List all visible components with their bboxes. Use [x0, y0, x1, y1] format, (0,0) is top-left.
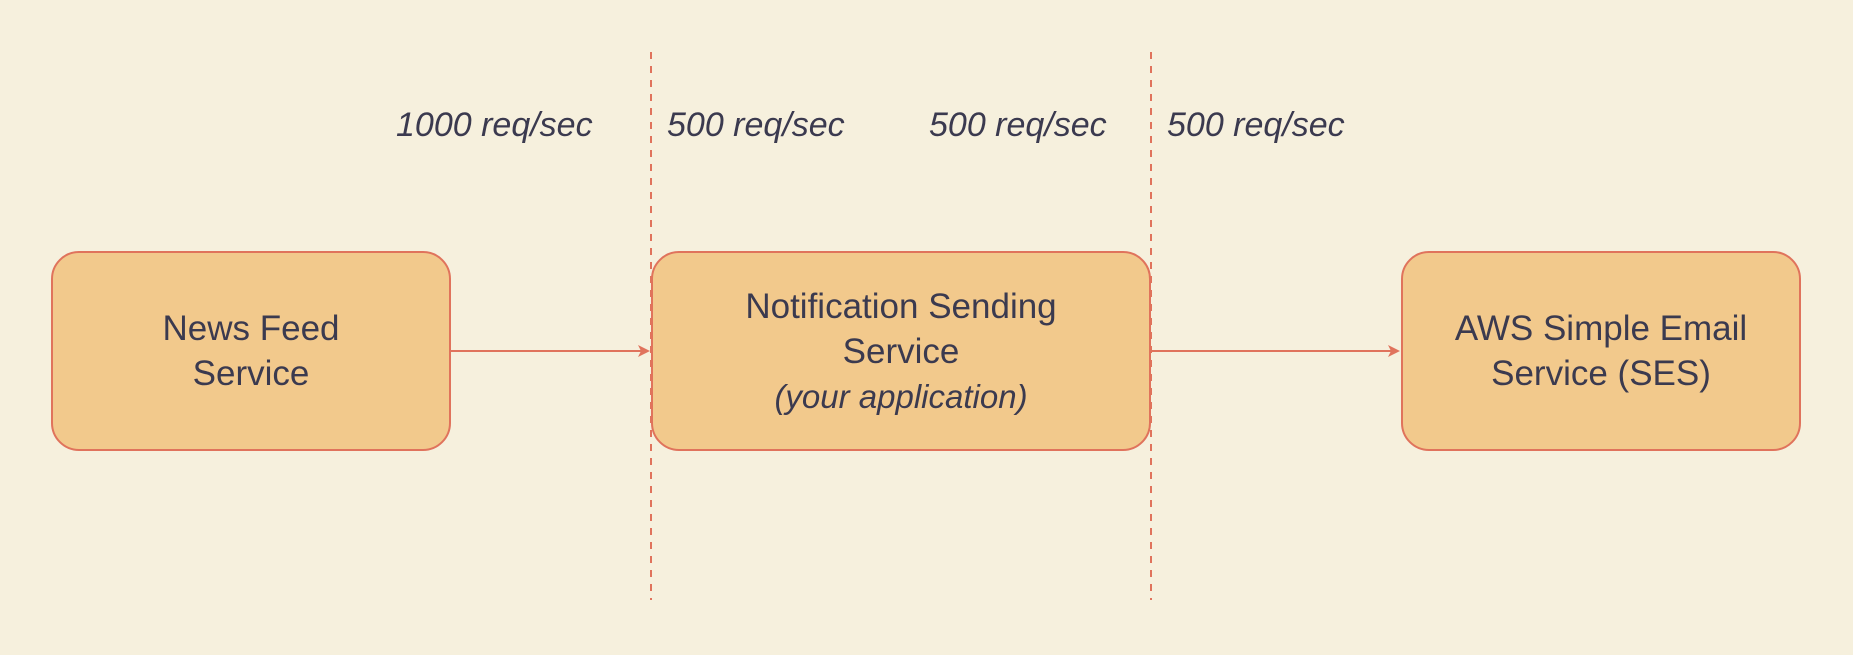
node-label-line: Service — [192, 354, 310, 393]
node-label-line: News Feed — [162, 309, 340, 348]
rate-label-ses-in: 500 req/sec — [1167, 106, 1345, 144]
rate-label-notification-out: 500 req/sec — [929, 106, 1107, 144]
rate-label-news-feed-out: 1000 req/sec — [396, 106, 593, 144]
news-feed-service-node: News Feed Service — [51, 251, 451, 451]
node-label-line: Service (SES) — [1491, 354, 1711, 393]
node-label-line: Notification Sending — [745, 286, 1057, 326]
node-label-line: AWS Simple Email — [1454, 309, 1748, 348]
node-sublabel: (your application) — [774, 377, 1028, 415]
notification-sending-service-node: Notification Sending Service (your appli… — [651, 251, 1151, 451]
node-label-line: Service — [842, 331, 960, 371]
rate-label-notification-in: 500 req/sec — [667, 106, 845, 144]
aws-ses-node: AWS Simple Email Service (SES) — [1401, 251, 1801, 451]
